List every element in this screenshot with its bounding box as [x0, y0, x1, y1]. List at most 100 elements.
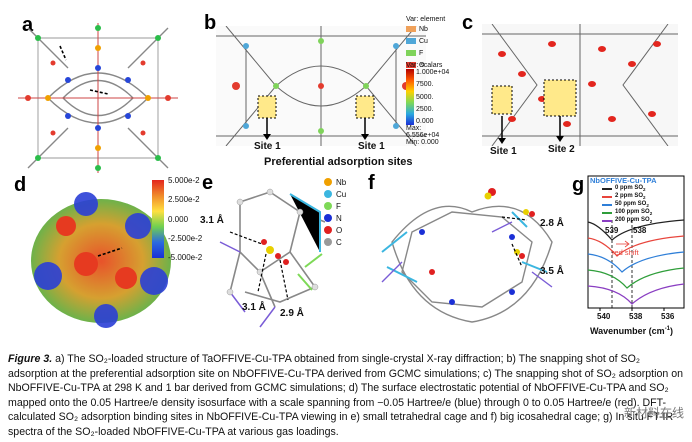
element-legend-item: Cu [324, 188, 346, 200]
ftir-xtick-label: 536 [661, 312, 675, 321]
element-swatch [406, 38, 416, 44]
ftir-title: NbOFFIVE-Cu-TPA [590, 176, 657, 185]
peak-label-538: 538 [633, 226, 647, 235]
panel-c-structure [482, 24, 678, 146]
esp-scale-tick: -2.500e-2 [168, 233, 203, 243]
element-legend-item: F [406, 47, 450, 59]
esp-scale-tick: -5.000e-2 [168, 253, 203, 262]
element-legend-item: C [324, 236, 346, 248]
caption-text: a) The SO₂-loaded structure of TaOFFIVE-… [8, 353, 683, 438]
ftir-legend-sub: 2 [643, 195, 646, 201]
ftir-legend-label: 100 ppm SO2 [615, 209, 653, 217]
panel-d-label: d [14, 174, 27, 196]
element-legend-title: Var: element [406, 16, 446, 23]
ftir-xlabel-sup: -1 [664, 326, 671, 332]
ftir-legend-sub: 2 [649, 211, 653, 217]
ftir-legend-label: 2 ppm SO2 [615, 193, 646, 201]
element-swatch [406, 50, 416, 56]
ftir-xtick-label: 538 [629, 312, 643, 321]
ftir-legend-item: 0 ppm SO2 [602, 185, 652, 193]
ftir-legend-sub: 2 [649, 219, 653, 225]
element-dot [324, 226, 332, 234]
ftir-xlabel-text: Wavenumber (cm [590, 326, 665, 336]
panel-e-label: e [202, 172, 214, 194]
ftir-xlabel-end: ) [670, 326, 674, 336]
element-dot [324, 202, 332, 210]
site2-label-c: Site 2 [548, 144, 575, 155]
panel-c: c Site 1 Site 2 [460, 8, 684, 178]
ftir-xticks: 540 538 536 [588, 312, 684, 324]
ftir-legend-label: 50 ppm SO2 [615, 201, 649, 209]
element-swatch [406, 26, 416, 32]
ftir-legend-swatch [602, 220, 612, 222]
panel-b-label: b [204, 12, 217, 34]
esp-surface [31, 192, 171, 328]
ftir-legend-label: 200 ppm SO2 [615, 217, 653, 225]
element-legend-label: Nb [336, 177, 347, 187]
panel-f: f 2.8 Å 3.5 Å [362, 172, 574, 342]
ftir-legend-swatch [602, 204, 612, 206]
ftir-series-line [587, 283, 685, 305]
ftir-legend-sub: 2 [646, 203, 649, 209]
element-legend-label: Cu [419, 37, 428, 45]
small-tetrahedral-cage [219, 188, 326, 328]
element-dot [324, 178, 332, 186]
ftir-legend-item: 50 ppm SO2 [602, 201, 652, 209]
scalar-min: Min: 0.000 [406, 139, 439, 146]
dist-label-e3: 2.9 Å [280, 308, 304, 319]
element-legend-label: C [336, 237, 342, 247]
element-legend-label: F [419, 49, 424, 57]
ftir-legend-item: 200 ppm SO2 [602, 217, 652, 225]
panel-b-subtitle: Preferential adsorption sites [264, 156, 413, 168]
ftir-series-line [587, 235, 685, 257]
esp-scale-tick: 5.000e-2 [168, 176, 200, 185]
ftir-xlabel: Wavenumber (cm-1) [590, 326, 673, 336]
site1-left-label: Site 1 [254, 141, 281, 152]
site1-label-c: Site 1 [490, 146, 517, 157]
element-legend-label: O [336, 225, 343, 235]
panel-b-structure [216, 26, 426, 146]
ftir-legend-label: 0 ppm SO2 [615, 185, 646, 193]
scalar-tick: 7500. [416, 81, 434, 89]
panel-f-label: f [368, 172, 375, 194]
dist-label-e1: 3.1 Å [200, 215, 224, 226]
element-legend-item: Nb [406, 23, 450, 35]
ftir-series-line [587, 251, 685, 273]
element-legend-label: Cu [336, 189, 347, 199]
ftir-series-line [587, 219, 685, 241]
element-legend-label: Nb [419, 25, 428, 33]
esp-colorbar [152, 180, 164, 258]
ftir-series-line [587, 267, 685, 289]
ftir-legend-item: 100 ppm SO2 [602, 209, 652, 217]
panel-c-label: c [462, 12, 474, 34]
element-legend-item: Nb [324, 176, 346, 188]
scalar-legend-title: Var: scalars [406, 62, 443, 69]
element-dot [324, 214, 332, 222]
element-legend-label: O [419, 61, 425, 69]
ftir-legend-sub: 2 [643, 187, 646, 193]
dist-label-f1: 2.8 Å [540, 218, 564, 229]
site1-right-label: Site 1 [358, 141, 385, 152]
ftir-spectra [587, 175, 685, 311]
panel-a-structure [18, 23, 178, 173]
element-legend-label: N [336, 213, 342, 223]
scalar-tick: 1.000e+04 [416, 69, 450, 76]
panel-g-label: g [572, 174, 585, 196]
ftir-xtick-label: 540 [597, 312, 611, 321]
element-legend-item: Cu [406, 35, 450, 47]
element-legend-item: O [324, 224, 346, 236]
element-dot [324, 238, 332, 246]
element-legend-item: O [406, 59, 450, 71]
scalar-tick: 0.000 [416, 118, 434, 125]
ftir-legend-swatch [602, 212, 612, 214]
